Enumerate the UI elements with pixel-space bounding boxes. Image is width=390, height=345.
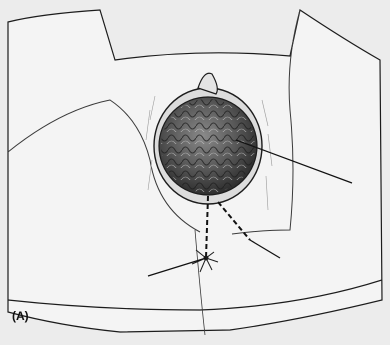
mass-texture xyxy=(161,99,255,193)
panel-label: (A) xyxy=(12,309,29,323)
